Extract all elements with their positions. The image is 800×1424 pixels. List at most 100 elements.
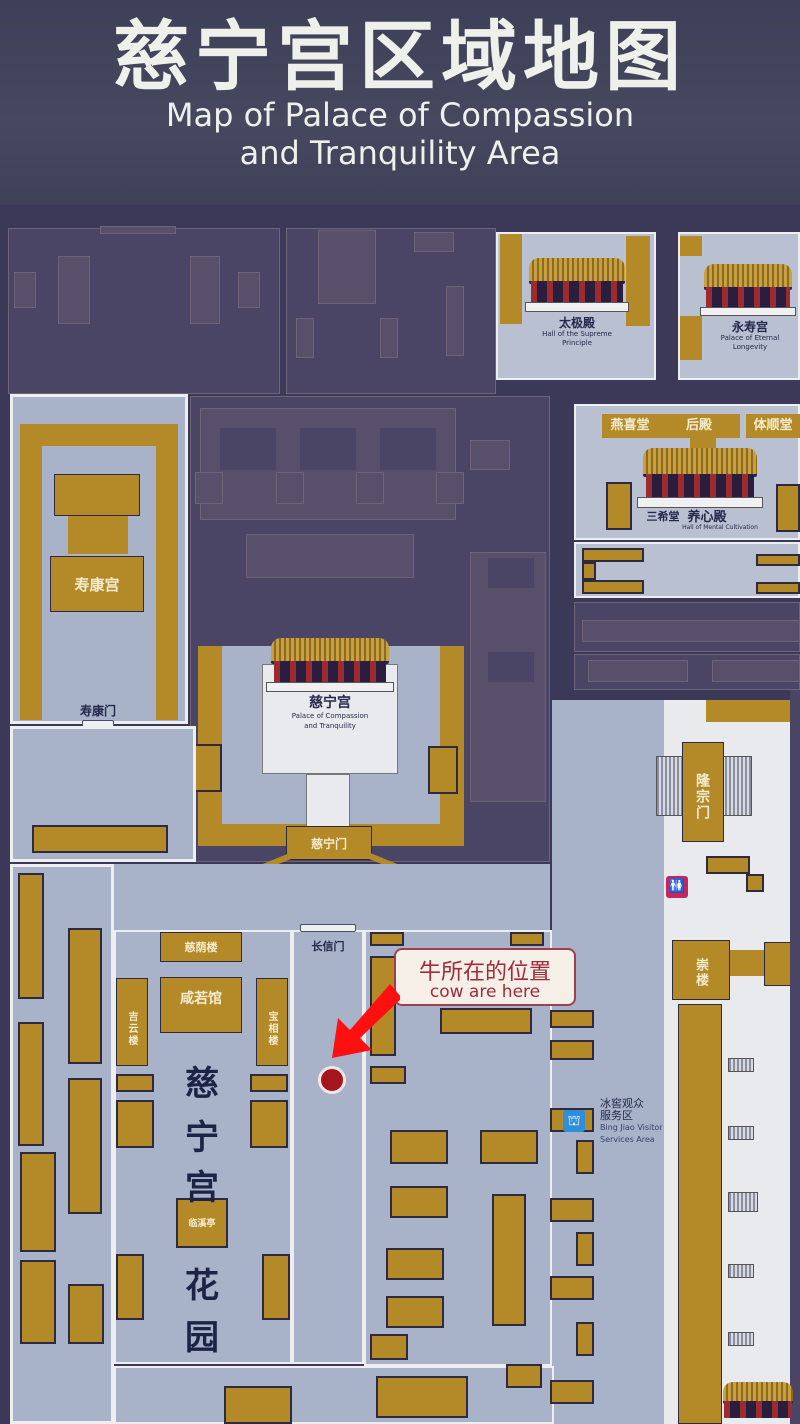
restricted-building <box>58 256 90 324</box>
garden-char: 慈 <box>185 1064 219 1104</box>
restricted-building <box>470 440 510 470</box>
taiji-side-building <box>626 236 650 326</box>
east-open-plaza <box>552 700 664 1424</box>
yangxin-south-building <box>582 562 596 580</box>
garden-building <box>116 1100 154 1148</box>
visitor-service-icon[interactable]: ⛫ <box>563 1110 585 1132</box>
yongshou-label-en: Palace of Eternal Longevity <box>720 334 780 351</box>
southwest-building <box>68 1284 104 1344</box>
restricted-building <box>446 286 464 356</box>
jiyunlou-label: 吉云楼 <box>126 1011 137 1047</box>
map-header: 慈宁宫区域地图 Map of Palace of Compassion and … <box>0 0 800 205</box>
southwest-building <box>20 1152 56 1252</box>
changxin-gate-label: 长信门 <box>311 940 345 953</box>
restricted-building <box>296 318 314 358</box>
cining-label-en-2: and Tranquility <box>304 722 356 730</box>
changxin-gate <box>300 924 356 932</box>
east-stairs <box>728 1332 754 1346</box>
map-title-en: Map of Palace of Compassion and Tranquil… <box>0 96 800 172</box>
cining-side-building-east <box>428 746 458 794</box>
east-stairs <box>728 1192 758 1212</box>
garden-building <box>250 1100 288 1148</box>
taiji-hall-illustration <box>520 258 634 312</box>
yangxin-south-building <box>756 582 800 594</box>
east-stairs <box>728 1126 754 1140</box>
garden-char: 园 <box>185 1318 219 1358</box>
restricted-building <box>100 226 176 234</box>
yangxin-south-building <box>582 548 644 562</box>
ciyinlou: 慈荫楼 <box>160 932 242 962</box>
southwest-building <box>18 1022 44 1146</box>
south-central-building <box>370 932 404 946</box>
east-stairs <box>728 1058 754 1072</box>
map-title-en-line2: and Tranquility Area <box>239 134 561 172</box>
cining-side-building-west <box>192 744 222 792</box>
cining-gate: 慈宁门 <box>286 826 372 860</box>
restricted-building <box>318 230 376 304</box>
restricted-building <box>356 472 384 504</box>
southwest-building <box>68 1078 102 1214</box>
yangxin-side-building <box>606 482 632 530</box>
bingjiao-building <box>550 1276 594 1300</box>
yangxin-label-cn: 养心殿 <box>687 510 727 525</box>
south-central-building <box>386 1296 444 1328</box>
garden-char: 宁 <box>185 1118 219 1158</box>
shoukang-main-hall: 寿康宫 <box>50 556 144 612</box>
west-long-building <box>32 825 168 853</box>
taiji-side-building <box>500 234 522 324</box>
baoxianglou-label: 宝相楼 <box>266 1011 277 1047</box>
bingjiao-building <box>550 1010 594 1028</box>
baoxianglou: 宝相楼 <box>256 978 288 1066</box>
current-location-marker-icon[interactable] <box>318 1066 346 1094</box>
cining-label-cn: 慈宁宫 <box>309 695 351 711</box>
southwest-building <box>20 1260 56 1344</box>
bingjiao-building <box>576 1140 594 1174</box>
garden-building <box>250 1074 288 1092</box>
south-central-building <box>370 1334 408 1360</box>
location-callout: 牛所在的位置 cow are here <box>394 948 576 1006</box>
yangxin-label-en: Hall of Mental Cultivation <box>682 524 758 531</box>
restricted-building <box>220 428 276 470</box>
restricted-building <box>14 272 36 308</box>
sanxitang-label: 三希堂 <box>646 510 680 523</box>
map-title-cn: 慈宁宫区域地图 <box>113 12 687 101</box>
service-label-cn-1: 冰窖观众 <box>600 1097 644 1110</box>
east-building <box>746 874 764 892</box>
garden-building <box>262 1254 290 1320</box>
red-arrow-icon <box>332 984 400 1058</box>
restroom-icon[interactable]: 🚻 <box>666 876 688 898</box>
garden-building <box>116 1074 154 1092</box>
restricted-building <box>195 472 223 504</box>
shoukang-north-building <box>54 474 140 516</box>
cining-label-en-1: Palace of Compassion <box>291 712 369 720</box>
southwest-building <box>68 928 102 1064</box>
cining-gate-label: 慈宁门 <box>310 837 347 851</box>
east-stairs <box>728 1264 754 1278</box>
longzong-gate: 隆宗门 <box>682 742 724 842</box>
yongshou-hall-illustration <box>696 264 800 316</box>
callout-text-cn: 牛所在的位置 <box>418 960 551 985</box>
shoukang-gate-label: 寿康门 <box>79 704 116 718</box>
tishun-hall: 体顺堂 <box>746 414 800 438</box>
service-label-cn-2: 服务区 <box>600 1109 633 1122</box>
shoukang-label: 寿康宫 <box>74 576 120 594</box>
garden-building <box>116 1254 144 1320</box>
chonglou-label: 崇楼 <box>693 958 708 988</box>
restricted-building <box>488 652 534 682</box>
southwest-building <box>18 873 44 999</box>
xianruoguan-label: 咸若馆 <box>180 991 222 1007</box>
chonglou-connector <box>730 950 766 976</box>
shoukang-outer-wall-right <box>156 424 178 720</box>
restricted-block-northwest <box>8 228 280 394</box>
taiji-label-cn: 太极殿 <box>558 316 595 330</box>
restricted-building <box>238 272 260 308</box>
restricted-building <box>582 620 800 642</box>
bingjiao-building <box>550 1040 594 1060</box>
service-label-en-1: Bing Jiao Visitor <box>600 1123 663 1132</box>
bingjiao-building <box>550 1380 594 1404</box>
bingjiao-building <box>550 1198 594 1222</box>
restricted-building <box>588 660 688 682</box>
east-long-building <box>678 1004 722 1424</box>
east-north-building <box>706 700 800 722</box>
yanxi-hall: 燕喜堂 <box>602 414 658 438</box>
